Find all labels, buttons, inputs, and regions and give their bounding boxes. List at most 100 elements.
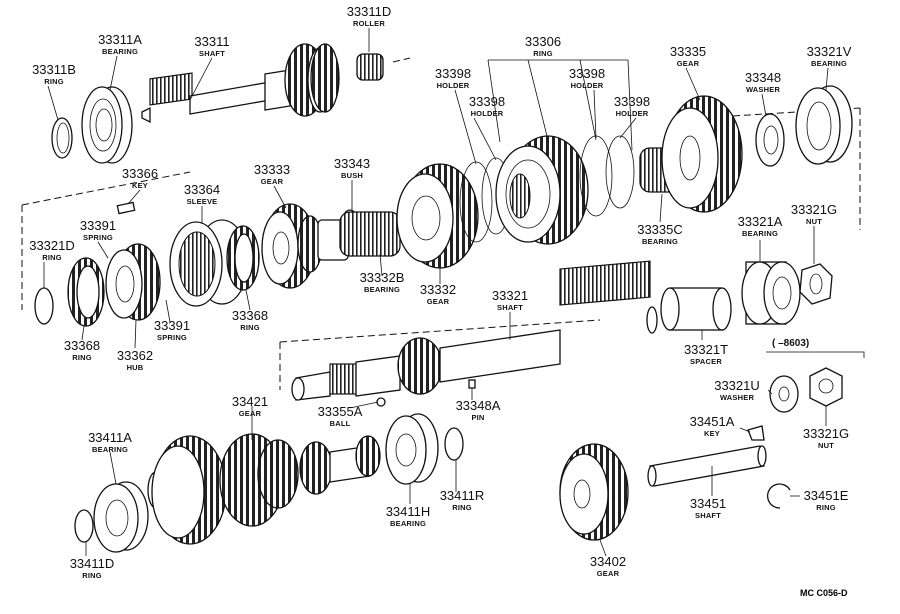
svg-text:33411R: 33411R bbox=[440, 488, 485, 503]
roller-bearing-33311d bbox=[356, 53, 384, 81]
bearing-33411a bbox=[93, 481, 149, 553]
svg-text:RING: RING bbox=[72, 353, 92, 362]
svg-text:SPACER: SPACER bbox=[690, 357, 722, 366]
svg-text:BEARING: BEARING bbox=[364, 285, 400, 294]
svg-text:KEY: KEY bbox=[132, 181, 148, 190]
svg-text:33311B: 33311B bbox=[32, 62, 76, 77]
svg-text:SPRING: SPRING bbox=[83, 233, 113, 242]
svg-text:33321G: 33321G bbox=[803, 426, 849, 441]
svg-text:RING: RING bbox=[533, 49, 553, 58]
svg-text:33348: 33348 bbox=[745, 70, 781, 85]
idler-shaft-33451 bbox=[647, 445, 767, 487]
output-shaft-assembly bbox=[291, 260, 843, 413]
svg-text:RING: RING bbox=[44, 77, 64, 86]
svg-text:33343: 33343 bbox=[334, 156, 370, 171]
svg-text:BEARING: BEARING bbox=[92, 445, 128, 454]
svg-text:SHAFT: SHAFT bbox=[199, 49, 225, 58]
svg-text:33368: 33368 bbox=[64, 338, 100, 353]
gear-33332 bbox=[396, 163, 479, 269]
holder-33398-d bbox=[605, 135, 635, 209]
svg-text:RING: RING bbox=[240, 323, 260, 332]
svg-text:33402: 33402 bbox=[590, 554, 626, 569]
svg-text:33335C: 33335C bbox=[637, 222, 683, 237]
svg-text:GEAR: GEAR bbox=[427, 297, 450, 306]
spacer-33321t bbox=[660, 287, 732, 331]
svg-text:33411A: 33411A bbox=[88, 430, 132, 445]
svg-text:33411H: 33411H bbox=[386, 504, 431, 519]
svg-text:33333: 33333 bbox=[254, 162, 290, 177]
snap-ring-33411r bbox=[444, 427, 464, 461]
svg-text:BEARING: BEARING bbox=[390, 519, 426, 528]
counter-gear-33421 bbox=[147, 433, 381, 545]
svg-text:33368: 33368 bbox=[232, 308, 268, 323]
svg-text:33391: 33391 bbox=[80, 218, 116, 233]
washer-33348 bbox=[755, 113, 785, 167]
svg-text:33364: 33364 bbox=[184, 182, 220, 197]
svg-text:BALL: BALL bbox=[330, 419, 351, 428]
svg-text:PIN: PIN bbox=[471, 413, 484, 422]
svg-text:RING: RING bbox=[42, 253, 62, 262]
holder-33398-a bbox=[459, 161, 493, 243]
svg-text:33366: 33366 bbox=[122, 166, 158, 181]
svg-text:GEAR: GEAR bbox=[677, 59, 700, 68]
svg-text:SHAFT: SHAFT bbox=[497, 303, 523, 312]
needle-bearing-33332b bbox=[339, 211, 401, 257]
svg-text:BEARING: BEARING bbox=[102, 47, 138, 56]
svg-text:33311D: 33311D bbox=[347, 4, 392, 19]
svg-text:HOLDER: HOLDER bbox=[437, 81, 470, 90]
svg-text:33398: 33398 bbox=[569, 66, 605, 81]
svg-text:WASHER: WASHER bbox=[720, 393, 755, 402]
svg-text:RING: RING bbox=[452, 503, 472, 512]
svg-text:GEAR: GEAR bbox=[597, 569, 620, 578]
svg-text:HOLDER: HOLDER bbox=[616, 109, 649, 118]
svg-text:33332B: 33332B bbox=[360, 270, 405, 285]
svg-text:33451E: 33451E bbox=[804, 488, 849, 503]
svg-text:33321: 33321 bbox=[492, 288, 528, 303]
svg-text:NUT: NUT bbox=[818, 441, 834, 450]
output-shaft-33321 bbox=[291, 260, 658, 401]
svg-text:HUB: HUB bbox=[127, 363, 144, 372]
svg-text:HOLDER: HOLDER bbox=[471, 109, 504, 118]
svg-text:33411D: 33411D bbox=[70, 556, 115, 571]
svg-text:ROLLER: ROLLER bbox=[353, 19, 385, 28]
bearing-33311a bbox=[81, 86, 133, 164]
bearing-33411h bbox=[385, 413, 439, 485]
date-range-label: ( –8603) bbox=[772, 338, 809, 349]
svg-text:SLEEVE: SLEEVE bbox=[187, 197, 218, 206]
svg-text:BUSH: BUSH bbox=[341, 171, 363, 180]
leader-lines bbox=[43, 28, 829, 557]
svg-text:33398: 33398 bbox=[469, 94, 505, 109]
input-shaft-33311 bbox=[141, 43, 340, 124]
svg-text:33398: 33398 bbox=[614, 94, 650, 109]
ball-33355a bbox=[376, 397, 386, 407]
